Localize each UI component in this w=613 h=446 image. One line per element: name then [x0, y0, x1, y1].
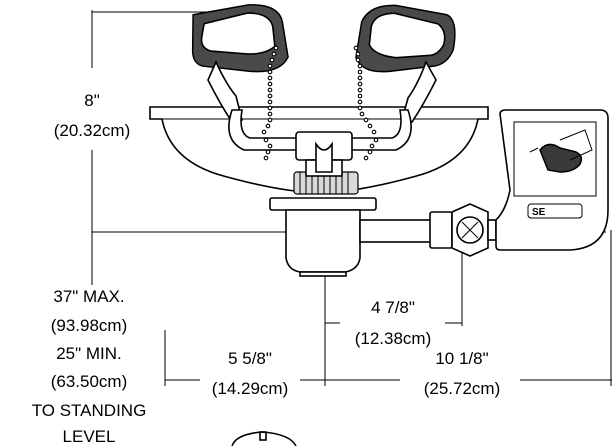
left-spray-head — [191, 4, 289, 123]
push-handle: SE — [495, 109, 609, 251]
mount-label-line1: TO STANDING — [32, 401, 147, 420]
height-metric: (20.32cm) — [54, 121, 131, 140]
mount-max: 37" MAX. — [53, 287, 124, 306]
bowl-to-center-metric: (14.29cm) — [212, 379, 289, 398]
risers — [228, 109, 412, 177]
center-to-handle-imperial: 10 1/8" — [435, 349, 488, 368]
supply-pipe — [359, 203, 497, 257]
bowl-to-center-imperial: 5 5/8" — [228, 349, 272, 368]
mount-max-metric: (93.98cm) — [51, 316, 128, 335]
dust-cover-chains — [261, 45, 379, 161]
mount-min-metric: (63.50cm) — [51, 372, 128, 391]
outlet-offset-imperial: 4 7/8" — [371, 298, 415, 317]
outlet-offset-metric: (12.38cm) — [355, 329, 432, 348]
svg-text:SE: SE — [532, 207, 546, 218]
height-imperial: 8" — [84, 91, 100, 110]
pedestal-foot — [231, 431, 297, 446]
mount-label-line2: LEVEL — [63, 427, 116, 446]
right-spray-head — [355, 4, 456, 123]
dimension-labels: 8" (20.32cm) 37" MAX. (93.98cm) 25" MIN.… — [32, 91, 501, 446]
mount-min: 25" MIN. — [56, 344, 122, 363]
center-to-handle-metric: (25.72cm) — [424, 379, 501, 398]
